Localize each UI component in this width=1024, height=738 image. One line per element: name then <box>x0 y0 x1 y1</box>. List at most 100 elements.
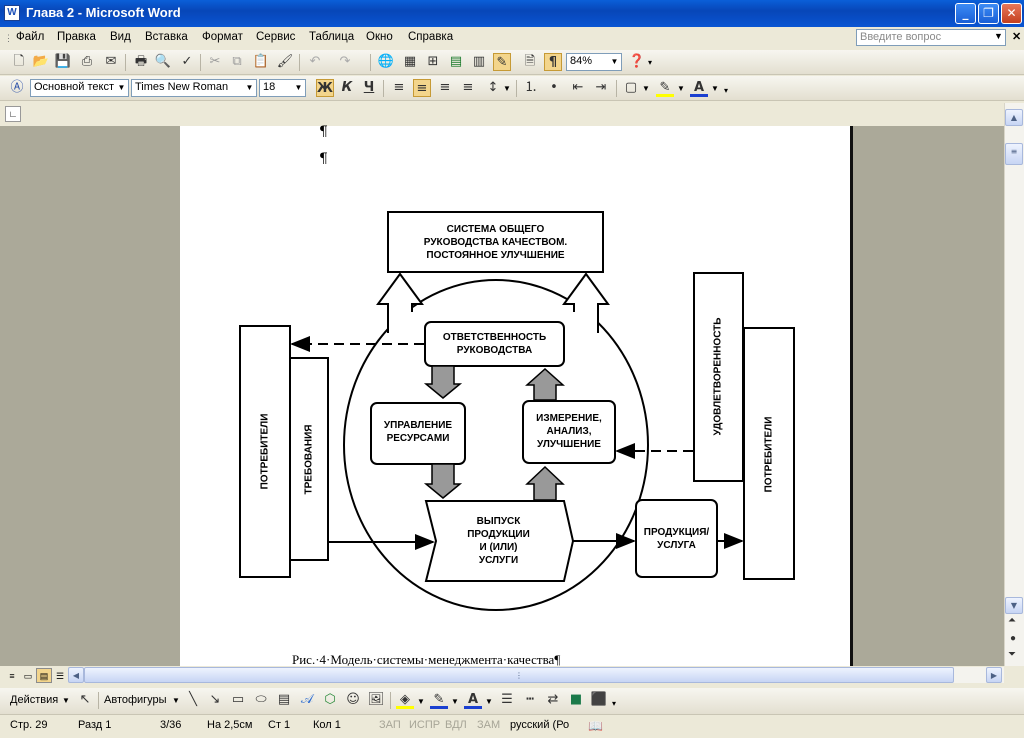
3d-style-icon[interactable]: ⬛ <box>590 692 608 707</box>
restore-button[interactable]: ❐ <box>978 3 999 24</box>
oval-icon[interactable]: ⬭ <box>255 692 267 707</box>
styles-pane-icon[interactable]: Ⓐ <box>10 80 24 95</box>
underline-button[interactable]: Ч <box>363 80 375 95</box>
toolbar-options-icon[interactable]: ▾ <box>612 699 617 708</box>
menu-tools[interactable]: Сервис <box>256 31 296 43</box>
bold-button[interactable]: Ж <box>316 79 334 97</box>
chevron-down-icon[interactable]: ▼ <box>711 84 719 93</box>
minimize-button[interactable]: _ <box>955 3 976 24</box>
document-map-icon[interactable]: 🗎 <box>524 54 536 69</box>
scroll-thumb[interactable]: ≡ <box>1005 143 1023 165</box>
numbering-icon[interactable]: ⒈ <box>524 80 538 95</box>
print-layout-view-icon[interactable]: ▤ <box>36 668 52 683</box>
select-browse-object-icon[interactable]: ● <box>1010 633 1017 644</box>
paste-icon[interactable]: 📋 <box>252 54 270 69</box>
menu-help[interactable]: Справка <box>408 31 454 43</box>
align-center-icon[interactable]: ≡ <box>413 79 431 97</box>
font-color-icon[interactable]: A <box>690 79 708 97</box>
columns-icon[interactable]: ▥ <box>472 54 486 69</box>
toolbar-options-icon[interactable]: ▾ <box>648 58 653 67</box>
chevron-down-icon[interactable]: ▼ <box>503 84 511 93</box>
web-layout-view-icon[interactable]: ▭ <box>23 671 33 681</box>
highlight-icon[interactable]: ✎ <box>656 79 674 97</box>
undo-icon[interactable]: ↶ <box>309 54 321 69</box>
save-icon[interactable]: 💾 <box>54 54 72 69</box>
align-left-icon[interactable]: ≡ <box>393 80 405 95</box>
font-color-icon[interactable]: A <box>464 691 482 709</box>
menu-edit[interactable]: Правка <box>57 31 96 43</box>
chevron-down-icon[interactable]: ▼ <box>294 83 303 92</box>
line-color-icon[interactable]: ✎ <box>430 691 448 709</box>
close-button[interactable]: ✕ <box>1001 3 1022 24</box>
status-extend[interactable]: ВДЛ <box>445 719 467 731</box>
bullets-icon[interactable]: • <box>550 80 558 95</box>
diagram-icon[interactable]: ⬡ <box>324 692 336 707</box>
justify-icon[interactable]: ≡ <box>462 80 474 95</box>
print-icon[interactable]: 🖶 <box>134 54 148 69</box>
print-preview-icon[interactable]: 🔍 <box>154 54 172 69</box>
horizontal-scrollbar[interactable]: ◀ ⋮ ▶ <box>68 667 1004 683</box>
clipart-icon[interactable]: ☺ <box>346 692 360 707</box>
hyperlink-icon[interactable]: 🌐 <box>377 54 395 69</box>
line-icon[interactable]: ╲ <box>189 692 197 707</box>
ask-question-input[interactable]: Введите вопрос <box>856 29 1006 46</box>
wordart-icon[interactable]: 𝒜 <box>300 692 314 707</box>
picture-icon[interactable]: 🖼 <box>367 692 385 707</box>
chevron-down-icon[interactable]: ▼ <box>677 84 685 93</box>
previous-page-icon[interactable]: ⏶ <box>1008 615 1016 626</box>
textbox-icon[interactable]: ▤ <box>277 692 291 707</box>
drawing-toggle-icon[interactable]: ✎ <box>493 53 511 71</box>
chevron-down-icon[interactable]: ▼ <box>245 83 254 92</box>
insert-excel-icon[interactable]: ▤ <box>449 54 463 69</box>
arrow-style-icon[interactable]: ⇄ <box>547 692 559 707</box>
toolbar-options-icon[interactable]: ▾ <box>724 86 729 95</box>
line-style-icon[interactable]: ☰ <box>501 692 513 707</box>
open-icon[interactable]: 📂 <box>32 54 50 69</box>
italic-button[interactable]: К <box>341 80 353 95</box>
scroll-down-icon[interactable]: ▼ <box>1005 597 1023 614</box>
status-overtype[interactable]: ЗАМ <box>477 719 501 731</box>
dash-style-icon[interactable]: ┅ <box>526 692 534 707</box>
new-document-icon[interactable]: 🗋 <box>13 54 25 69</box>
zoom-combo[interactable]: 84%▼ <box>566 53 622 71</box>
chevron-down-icon[interactable]: ▼ <box>172 696 180 705</box>
chevron-down-icon[interactable]: ▼ <box>642 84 650 93</box>
horizontal-scroll-thumb[interactable]: ⋮ <box>84 667 954 683</box>
spelling-icon[interactable]: ✓ <box>181 54 193 69</box>
increase-indent-icon[interactable]: ⇥ <box>595 80 607 95</box>
chevron-down-icon[interactable]: ▼ <box>485 697 493 706</box>
ask-dropdown-icon[interactable]: ▼ <box>994 31 1003 41</box>
redo-icon[interactable]: ↷ <box>339 54 351 69</box>
spelling-status-icon[interactable]: 📖 <box>588 719 603 733</box>
fill-color-icon[interactable]: ◈ <box>396 691 414 709</box>
menu-format[interactable]: Формат <box>202 31 243 43</box>
tab-selector-icon[interactable]: ∟ <box>5 106 21 122</box>
help-icon[interactable]: ❓ <box>628 54 646 69</box>
chevron-down-icon[interactable]: ▼ <box>451 697 459 706</box>
line-spacing-icon[interactable]: ↕ <box>487 80 499 95</box>
vertical-scrollbar[interactable]: ▲ ≡ ▼ ⏶ ● ⏷ <box>1004 103 1024 666</box>
scroll-left-icon[interactable]: ◀ <box>68 667 84 683</box>
select-objects-icon[interactable]: ↖ <box>79 692 91 707</box>
menu-insert[interactable]: Вставка <box>145 31 188 43</box>
show-hide-pilcrow-icon[interactable]: ¶ <box>544 53 562 71</box>
arrow-icon[interactable]: ↘ <box>209 692 221 707</box>
autoshapes-menu[interactable]: Автофигуры <box>104 694 167 706</box>
permission-icon[interactable]: ⎙ <box>81 54 93 69</box>
font-size-combo[interactable]: 18▼ <box>259 79 306 97</box>
menu-file[interactable]: Файл <box>16 31 45 43</box>
chevron-down-icon[interactable]: ▼ <box>62 696 70 705</box>
next-page-icon[interactable]: ⏷ <box>1008 649 1016 660</box>
status-record[interactable]: ЗАП <box>379 719 401 731</box>
status-track-changes[interactable]: ИСПР <box>409 719 441 731</box>
outline-view-icon[interactable]: ☰ <box>55 671 65 681</box>
normal-view-icon[interactable]: ≡ <box>9 671 15 681</box>
menu-table[interactable]: Таблица <box>309 31 355 43</box>
cut-icon[interactable]: ✂ <box>209 54 221 69</box>
insert-table-icon[interactable]: ⊞ <box>427 54 439 69</box>
word-app-icon[interactable]: W <box>4 5 20 21</box>
draw-actions-menu[interactable]: Действия <box>10 694 59 706</box>
chevron-down-icon[interactable]: ▼ <box>417 697 425 706</box>
scroll-up-icon[interactable]: ▲ <box>1005 109 1023 126</box>
scroll-right-icon[interactable]: ▶ <box>986 667 1002 683</box>
